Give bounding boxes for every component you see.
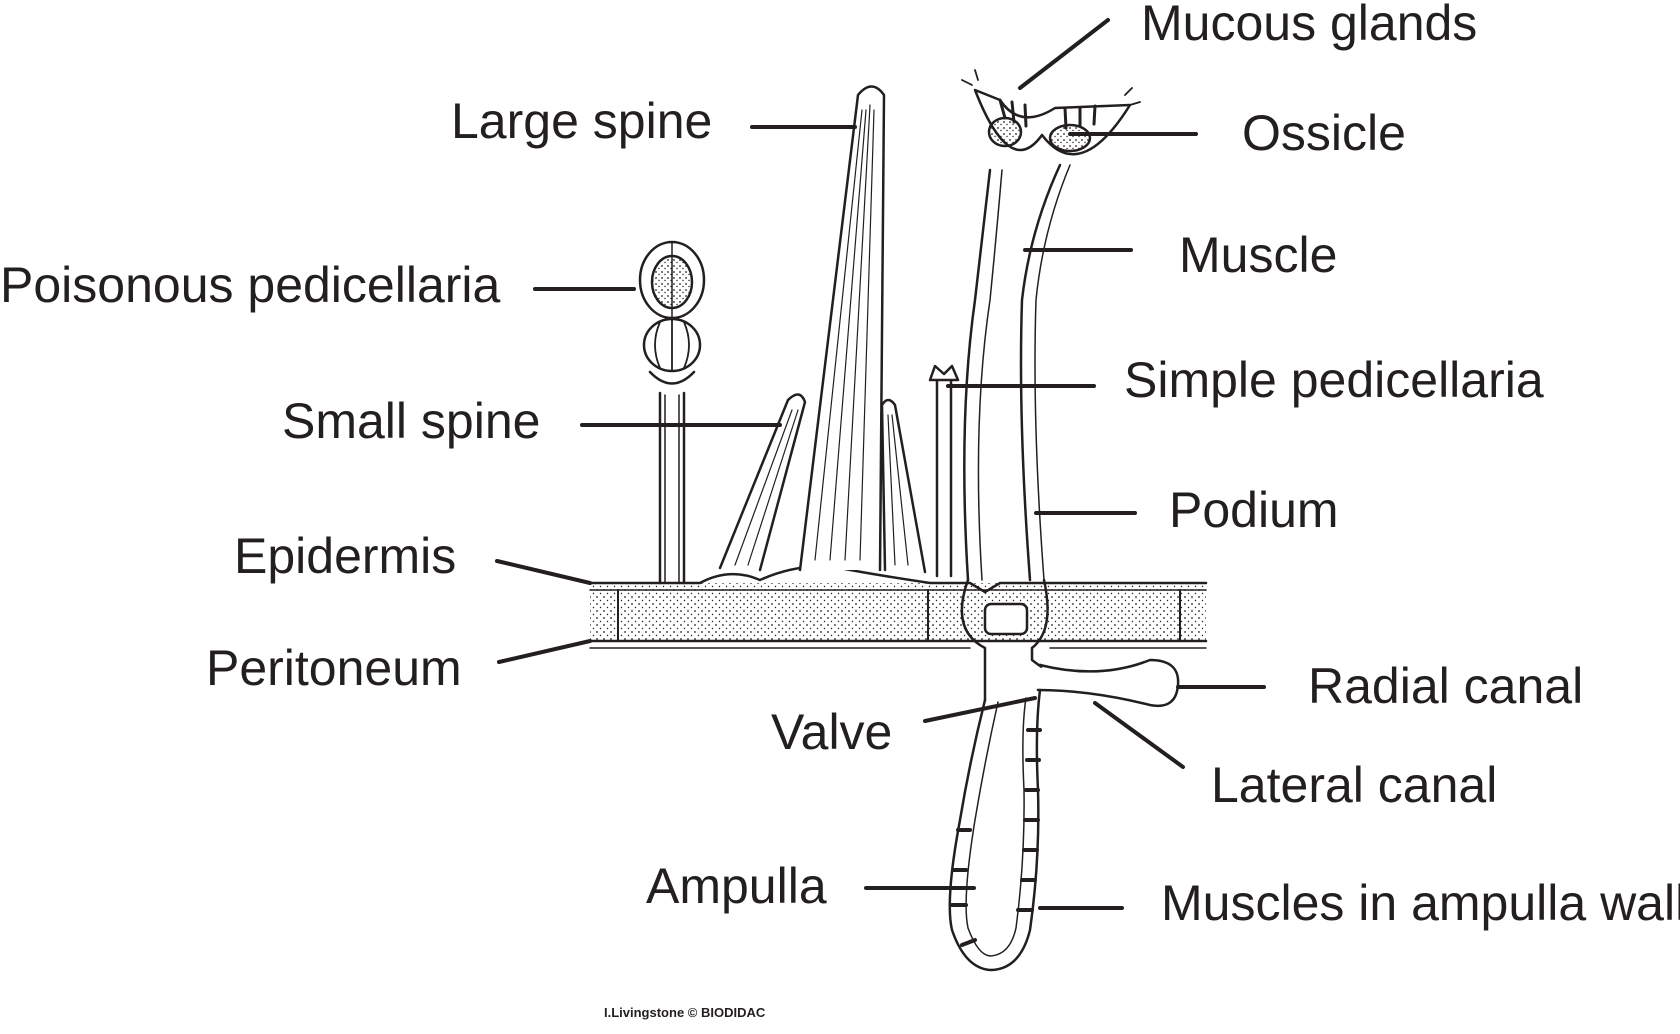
label-muscles-in-ampulla-wall: Muscles in ampulla wall bbox=[1161, 875, 1680, 931]
large-spine-drawing bbox=[798, 85, 886, 572]
label-mucous-glands: Mucous glands bbox=[1141, 0, 1478, 51]
leader-peritoneum bbox=[497, 639, 592, 664]
leader-valve bbox=[923, 696, 1037, 723]
leader-lines bbox=[495, 18, 1266, 910]
label-poisonous-pedicellaria: Poisonous pedicellaria bbox=[0, 257, 501, 313]
leader-lateral-canal bbox=[1093, 701, 1185, 769]
label-ossicle: Ossicle bbox=[1242, 105, 1406, 161]
ampulla-drawing bbox=[948, 688, 1042, 972]
leader-mucous-glands bbox=[1018, 18, 1110, 90]
label-podium: Podium bbox=[1169, 482, 1339, 538]
label-small-spine: Small spine bbox=[282, 393, 541, 449]
canal-system-drawing bbox=[1030, 646, 1180, 708]
poisonous-pedicellaria-drawing bbox=[638, 240, 706, 585]
podium-drawing bbox=[960, 69, 1141, 702]
small-spine-drawing bbox=[718, 393, 927, 574]
body-wall bbox=[588, 565, 1208, 649]
simple-pedicellaria-drawing bbox=[928, 364, 960, 578]
leader-epidermis bbox=[495, 559, 592, 585]
credit-line: I.Livingstone © BIODIDAC bbox=[604, 1005, 766, 1020]
label-peritoneum: Peritoneum bbox=[206, 640, 462, 696]
label-ampulla: Ampulla bbox=[646, 858, 827, 914]
label-radial-canal: Radial canal bbox=[1308, 658, 1584, 714]
label-large-spine: Large spine bbox=[451, 93, 713, 149]
label-simple-pedicellaria: Simple pedicellaria bbox=[1124, 352, 1544, 408]
label-epidermis: Epidermis bbox=[234, 528, 457, 584]
label-lateral-canal: Lateral canal bbox=[1211, 757, 1498, 813]
label-valve: Valve bbox=[771, 704, 893, 760]
label-muscle: Muscle bbox=[1179, 227, 1338, 283]
